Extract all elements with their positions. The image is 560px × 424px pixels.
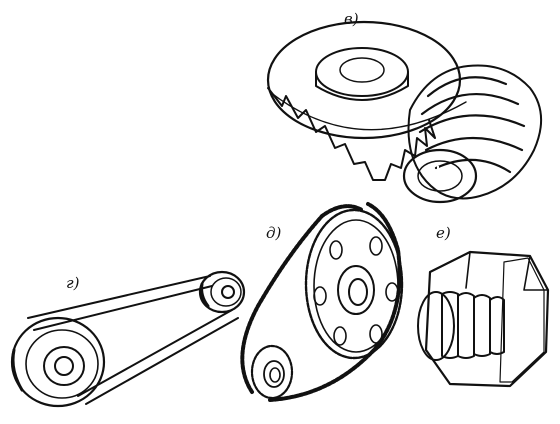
label-worm-gear: в) — [344, 10, 359, 28]
label-screw-nut: е) — [436, 224, 451, 242]
screw-nut-drawing: е) — [417, 224, 550, 388]
large-pulley — [10, 316, 106, 408]
worm-screw — [402, 64, 543, 204]
worm-gear-drawing: в) — [266, 10, 543, 204]
worm-wheel — [266, 20, 467, 181]
small-pulley — [198, 270, 246, 314]
large-sprocket — [304, 208, 404, 360]
threaded-screw — [417, 291, 505, 361]
label-belt-drive: г) — [66, 274, 80, 292]
label-chain-drive: д) — [266, 224, 282, 242]
small-sprocket — [250, 344, 294, 400]
chain-drive-drawing: д) — [240, 202, 404, 402]
belt-drive-drawing: г) — [10, 270, 246, 408]
